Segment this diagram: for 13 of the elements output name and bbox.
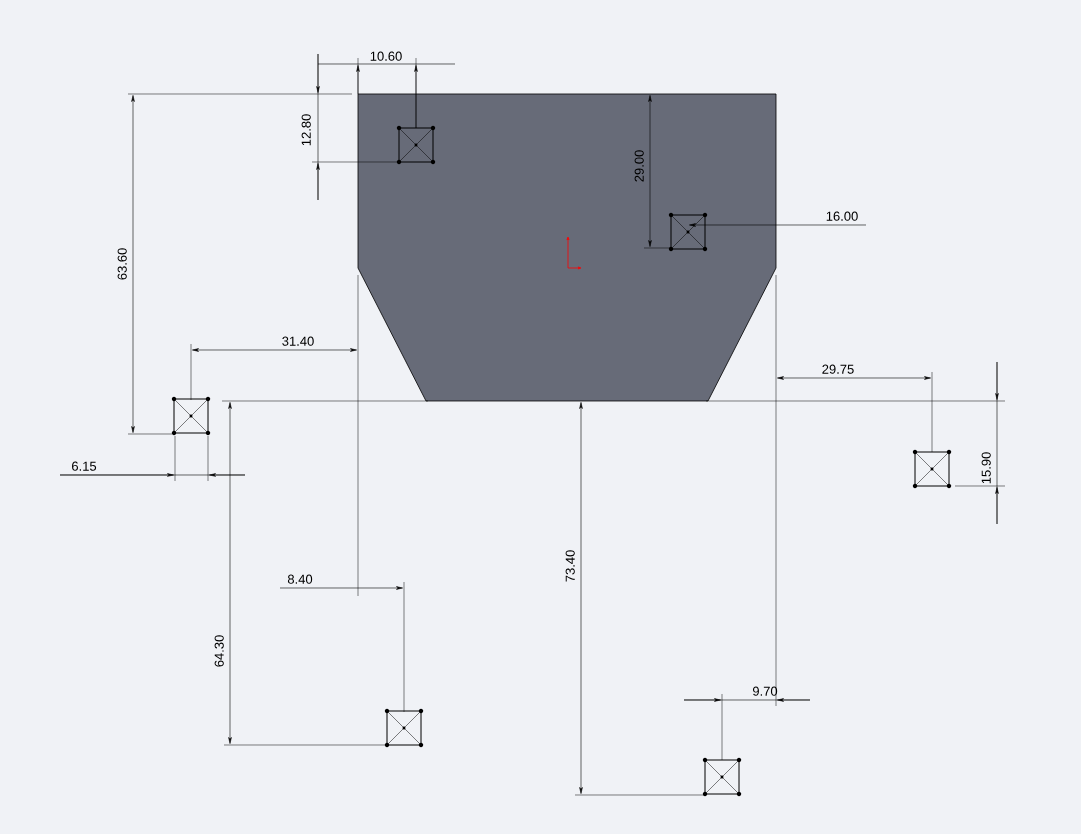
dimension-text: 73.40 <box>565 550 575 582</box>
dimension-text: 8.40 <box>287 574 313 584</box>
dimension-text: 29.75 <box>822 364 854 374</box>
dimension-text: 15.90 <box>981 452 991 484</box>
dimension-text: 10.60 <box>370 51 402 61</box>
dimension-text: 16.00 <box>826 211 858 221</box>
dimension-text: 9.70 <box>752 686 778 696</box>
dimension-text: 64.30 <box>214 635 224 667</box>
dimension-text: 29.00 <box>634 150 644 182</box>
dimension-text: 63.60 <box>117 248 127 280</box>
dimension-text: 31.40 <box>282 336 314 346</box>
dimension-text: 6.15 <box>72 461 97 471</box>
dimension-text: 12.80 <box>301 114 311 146</box>
